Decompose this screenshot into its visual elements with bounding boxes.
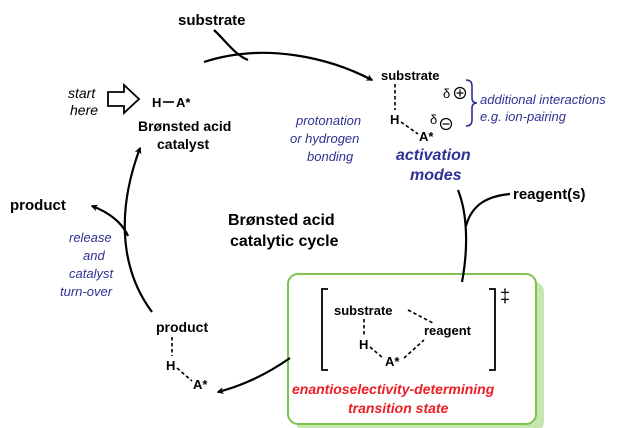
- ts-dash-A-reagent: [403, 339, 425, 359]
- additional-1: additional interactions: [480, 92, 606, 107]
- arrow-reagent-join: [464, 192, 511, 227]
- ts-dash-H-A: [369, 346, 384, 359]
- start-label: start: [68, 85, 96, 101]
- ts-substrate: substrate: [334, 303, 393, 318]
- pb-dash-2: [176, 367, 193, 382]
- delta-minus: δ: [430, 112, 437, 127]
- arrow-release-product: [90, 204, 130, 237]
- ts-bracket-right: [489, 288, 496, 371]
- activation-substrate: substrate: [381, 68, 440, 83]
- plus-circle-icon: [453, 86, 467, 100]
- activation-dash-2: [400, 121, 419, 135]
- delta-plus: δ: [443, 86, 450, 101]
- pb-H: H: [166, 358, 175, 373]
- product-left-label: product: [10, 197, 66, 214]
- catalyst-name-2: catalyst: [157, 136, 209, 152]
- protonation-3: bonding: [307, 149, 354, 164]
- arrow-substrate-join: [213, 29, 249, 62]
- ts-reagent: reagent: [424, 323, 472, 338]
- arrow-ts-to-product: [216, 357, 291, 394]
- release-1: release: [69, 230, 112, 245]
- activation-A: A*: [419, 129, 434, 144]
- activation-title-1: activation: [396, 147, 471, 164]
- activation-title-2: modes: [410, 167, 462, 184]
- substrate-top-label: substrate: [178, 12, 246, 29]
- arrow-product-to-catalyst: [123, 146, 153, 313]
- product-bottom-label: product: [156, 319, 208, 335]
- arrow-top-to-activation: [203, 51, 374, 81]
- catalyst-name-1: Brønsted acid: [138, 118, 231, 134]
- activation-H: H: [390, 112, 399, 127]
- cycle-title-1: Brønsted acid: [228, 212, 335, 229]
- protonation-1: protonation: [295, 113, 361, 128]
- release-2: and: [83, 248, 105, 263]
- brace-icon: [465, 79, 478, 127]
- cycle-title-2: catalytic cycle: [230, 233, 339, 250]
- catalyst-H: H: [152, 95, 161, 110]
- ts-dash-sub-reagent: [407, 309, 434, 324]
- ts-bracket-left: [321, 288, 328, 371]
- here-label: here: [70, 102, 98, 118]
- ts-title-1: enantioselectivity-determining: [292, 381, 495, 397]
- release-4: turn-over: [60, 284, 113, 299]
- release-3: catalyst: [69, 266, 114, 281]
- ts-dagger: ‡: [500, 286, 510, 306]
- catalyst-A: A*: [176, 95, 191, 110]
- start-arrow-icon: [107, 82, 141, 116]
- ts-A: A*: [385, 354, 400, 369]
- protonation-2: or hydrogen: [290, 131, 359, 146]
- ts-H: H: [359, 337, 368, 352]
- ts-box: [287, 273, 537, 425]
- ts-title-2: transition state: [348, 400, 449, 416]
- additional-2: e.g. ion-pairing: [480, 109, 567, 124]
- minus-circle-icon: [439, 117, 453, 131]
- reagents-label: reagent(s): [513, 186, 586, 203]
- arrow-activation-to-ts: [456, 189, 468, 283]
- pb-A: A*: [193, 377, 208, 392]
